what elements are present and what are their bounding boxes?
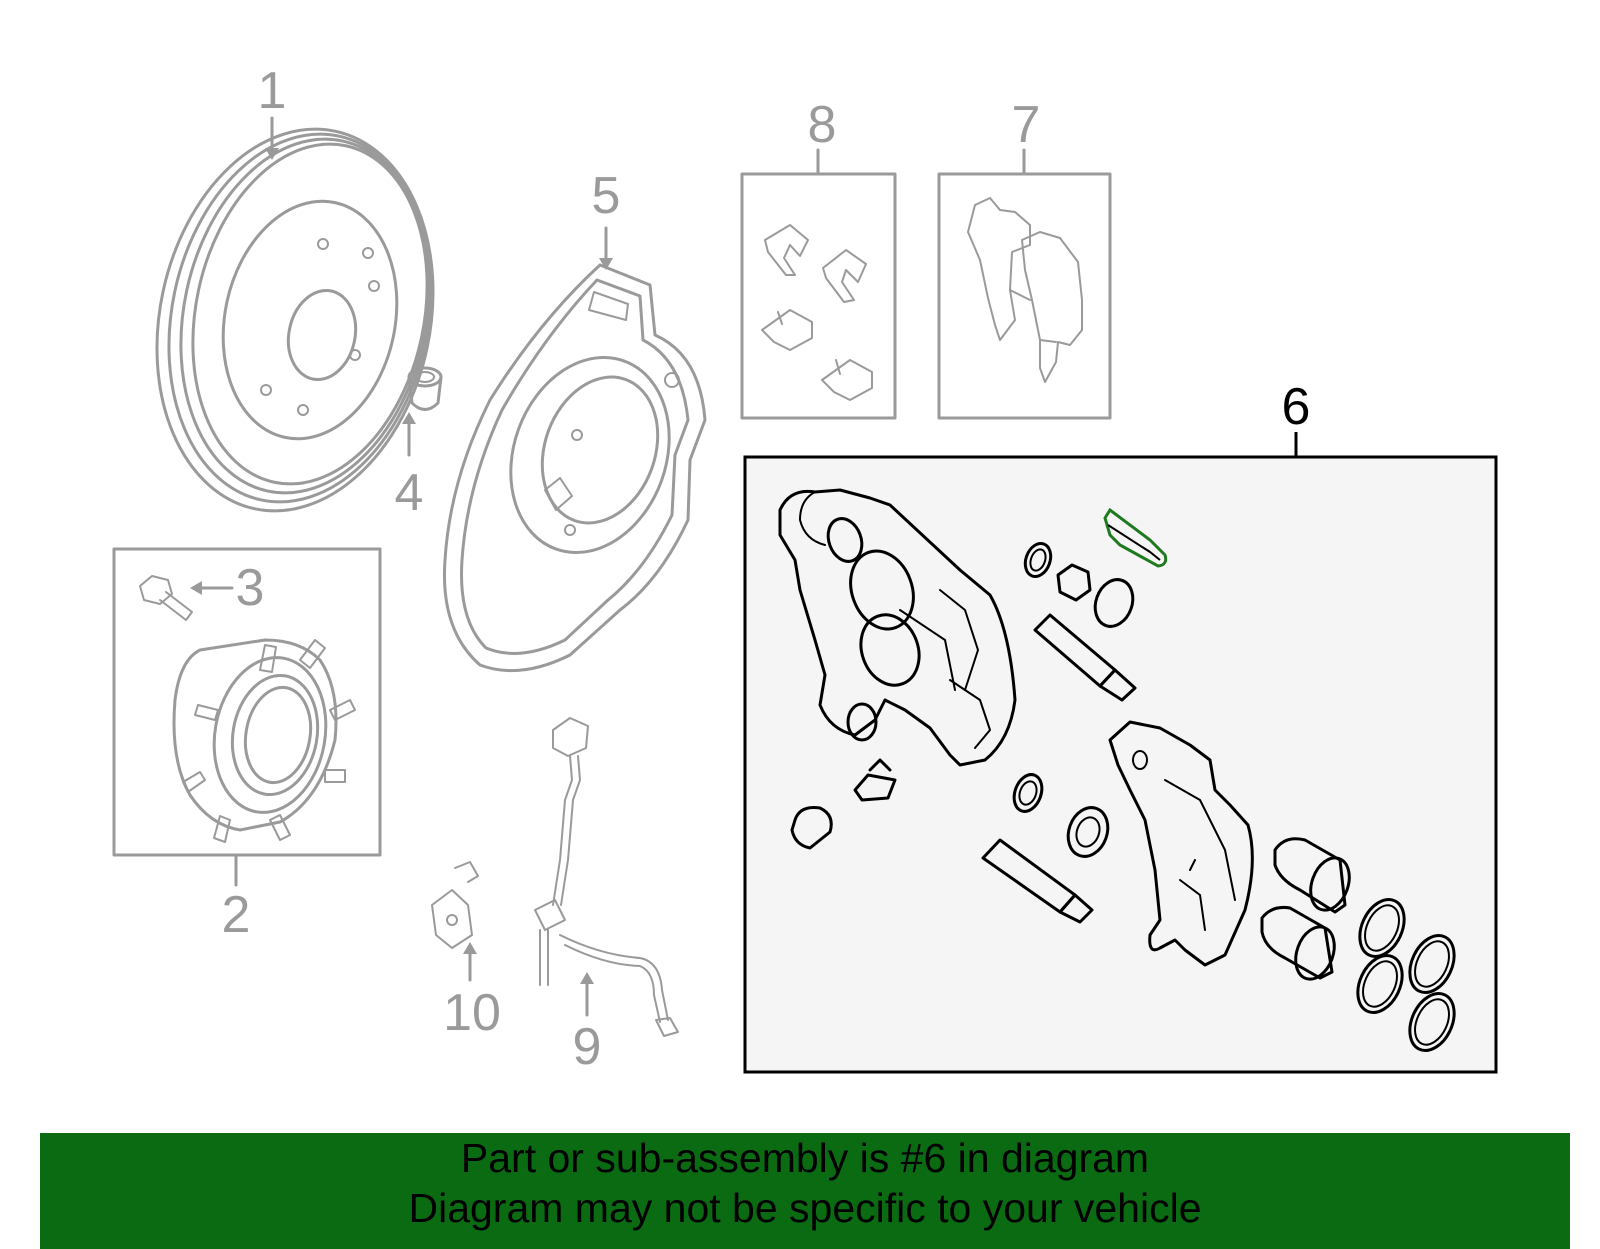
callout-1: 1 — [258, 62, 287, 120]
dust-shield-part-5[interactable] — [442, 263, 707, 673]
callout-3: 3 — [236, 559, 265, 617]
banner-line-part: Part or sub-assembly is #6 in diagram — [460, 1135, 1150, 1181]
leader-lines — [190, 116, 1298, 1017]
callout-9: 9 — [573, 1018, 602, 1076]
callout-10: 10 — [443, 984, 501, 1042]
sensor-bracket-part-10[interactable] — [431, 861, 479, 949]
caliper-assembly-part-6[interactable] — [743, 455, 1498, 1074]
callout-8: 8 — [808, 96, 837, 154]
pad-hardware-kit-part-8[interactable] — [740, 172, 897, 420]
callout-7: 7 — [1012, 96, 1041, 154]
wheel-speed-sensor-part-9[interactable] — [534, 717, 679, 1037]
brake-pads-part-7[interactable] — [937, 172, 1112, 420]
callout-4: 4 — [395, 464, 424, 522]
callout-2: 2 — [222, 886, 251, 944]
info-banner: Part or sub-assembly is #6 in diagram Di… — [40, 1133, 1570, 1249]
brake-rotor-part-1[interactable] — [123, 103, 467, 537]
hub-bearing-part-2[interactable] — [112, 547, 382, 857]
callout-5: 5 — [592, 167, 621, 225]
spacer-part-4[interactable] — [407, 366, 443, 411]
hub-bolt-part-3[interactable] — [139, 575, 193, 621]
callout-6: 6 — [1282, 378, 1311, 436]
banner-line-disclaimer: Diagram may not be specific to your vehi… — [408, 1185, 1202, 1231]
